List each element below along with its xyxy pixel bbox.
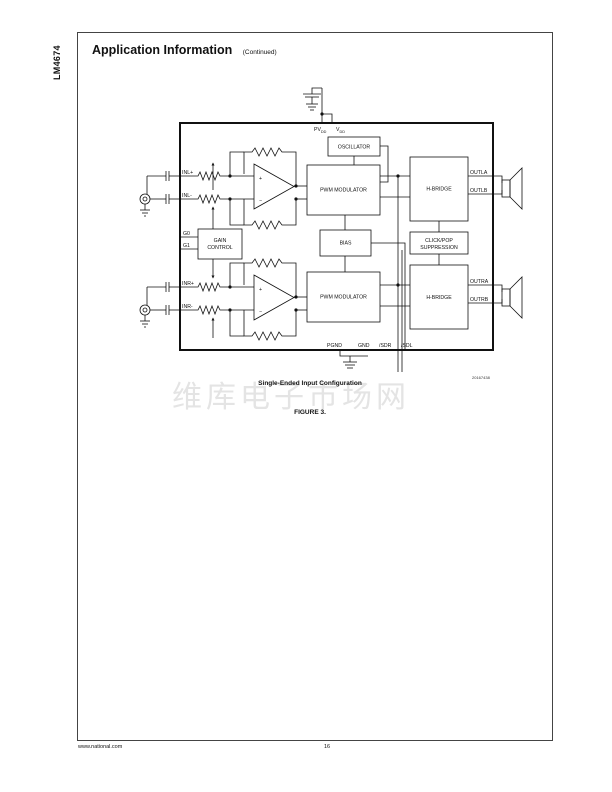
gain-control-block	[197, 228, 243, 260]
supply-decoupling	[303, 87, 333, 123]
pin-g1: G1	[183, 243, 190, 249]
pin-inl-minus: INL-	[182, 193, 192, 199]
pin-outla: OUTLA	[470, 170, 488, 176]
pin-sdr: /SDR	[379, 343, 392, 349]
h-bridge-top-label: H-BRIDGE	[426, 187, 452, 193]
footer-website: www.national.com	[78, 744, 123, 750]
footer-page-number: 16	[324, 744, 331, 750]
opamp-top-minus: −	[259, 198, 262, 204]
gain-label-line1: GAIN	[214, 238, 227, 244]
click-pop-label-line1: CLICK/POP	[425, 238, 453, 244]
page-frame	[77, 32, 553, 741]
pin-outlb: OUTLB	[470, 188, 488, 194]
click-pop-label-line2: SUPPRESSION	[420, 245, 458, 251]
figure-caption: Single-Ended Input Configuration	[258, 380, 362, 387]
ground-symbol-bottom	[339, 350, 368, 369]
ic-package-outline	[179, 122, 494, 351]
pin-gnd: GND	[358, 343, 370, 349]
pin-g0: G0	[183, 231, 190, 237]
input-jack-bottom	[139, 282, 180, 328]
opamp-bottom-plus: +	[259, 287, 262, 293]
h-bridge-bottom-label: H-BRIDGE	[426, 295, 452, 301]
figure-code: 20167438	[472, 375, 490, 380]
figure-label: FIGURE 3.	[294, 409, 326, 416]
speaker-left	[501, 167, 523, 210]
vdd-label: VDD	[336, 127, 345, 134]
continued-note: (Continued)	[242, 49, 277, 56]
input-jack-top	[139, 171, 180, 217]
pwm-modulator-bottom-label: PWM MODULATOR	[320, 295, 367, 301]
input-resistors-bottom	[180, 259, 254, 338]
pin-sdl: /SDL	[401, 343, 413, 349]
feedback-resistors-bottom	[243, 258, 298, 341]
pin-inr-minus: INR-	[182, 304, 193, 310]
pin-inr-plus: INR+	[182, 281, 194, 287]
pwm-modulator-top-block	[306, 164, 381, 216]
input-resistors-top	[180, 151, 254, 229]
opamp-bottom-minus: −	[259, 309, 262, 315]
section-header: Application Information (Continued)	[92, 41, 277, 59]
speaker-right	[501, 276, 523, 319]
oscillator-label: OSCILLATOR	[338, 145, 371, 151]
opamp-top-plus: +	[259, 176, 262, 182]
section-title: Application Information	[92, 43, 233, 57]
block-diagram: PVDD VDD OSCILLATOR PWM MODULATOR PWM MO…	[139, 87, 523, 372]
pwm-modulator-top-label: PWM MODULATOR	[320, 188, 367, 194]
gain-label-line2: CONTROL	[207, 245, 232, 251]
pin-outra: OUTRA	[470, 279, 489, 285]
pin-pgnd: PGND	[327, 343, 342, 349]
opamp-bottom	[253, 274, 295, 321]
pin-outrb: OUTRB	[470, 297, 489, 303]
watermark-text: 维库电子市场网	[172, 380, 410, 415]
pvdd-label: PVDD	[314, 127, 327, 134]
pin-inl-plus: INL+	[182, 170, 193, 176]
bias-label: BIAS	[340, 241, 352, 247]
opamp-top	[253, 163, 295, 210]
feedback-resistors-top	[243, 147, 298, 230]
part-number-label: LM4674	[52, 45, 62, 80]
